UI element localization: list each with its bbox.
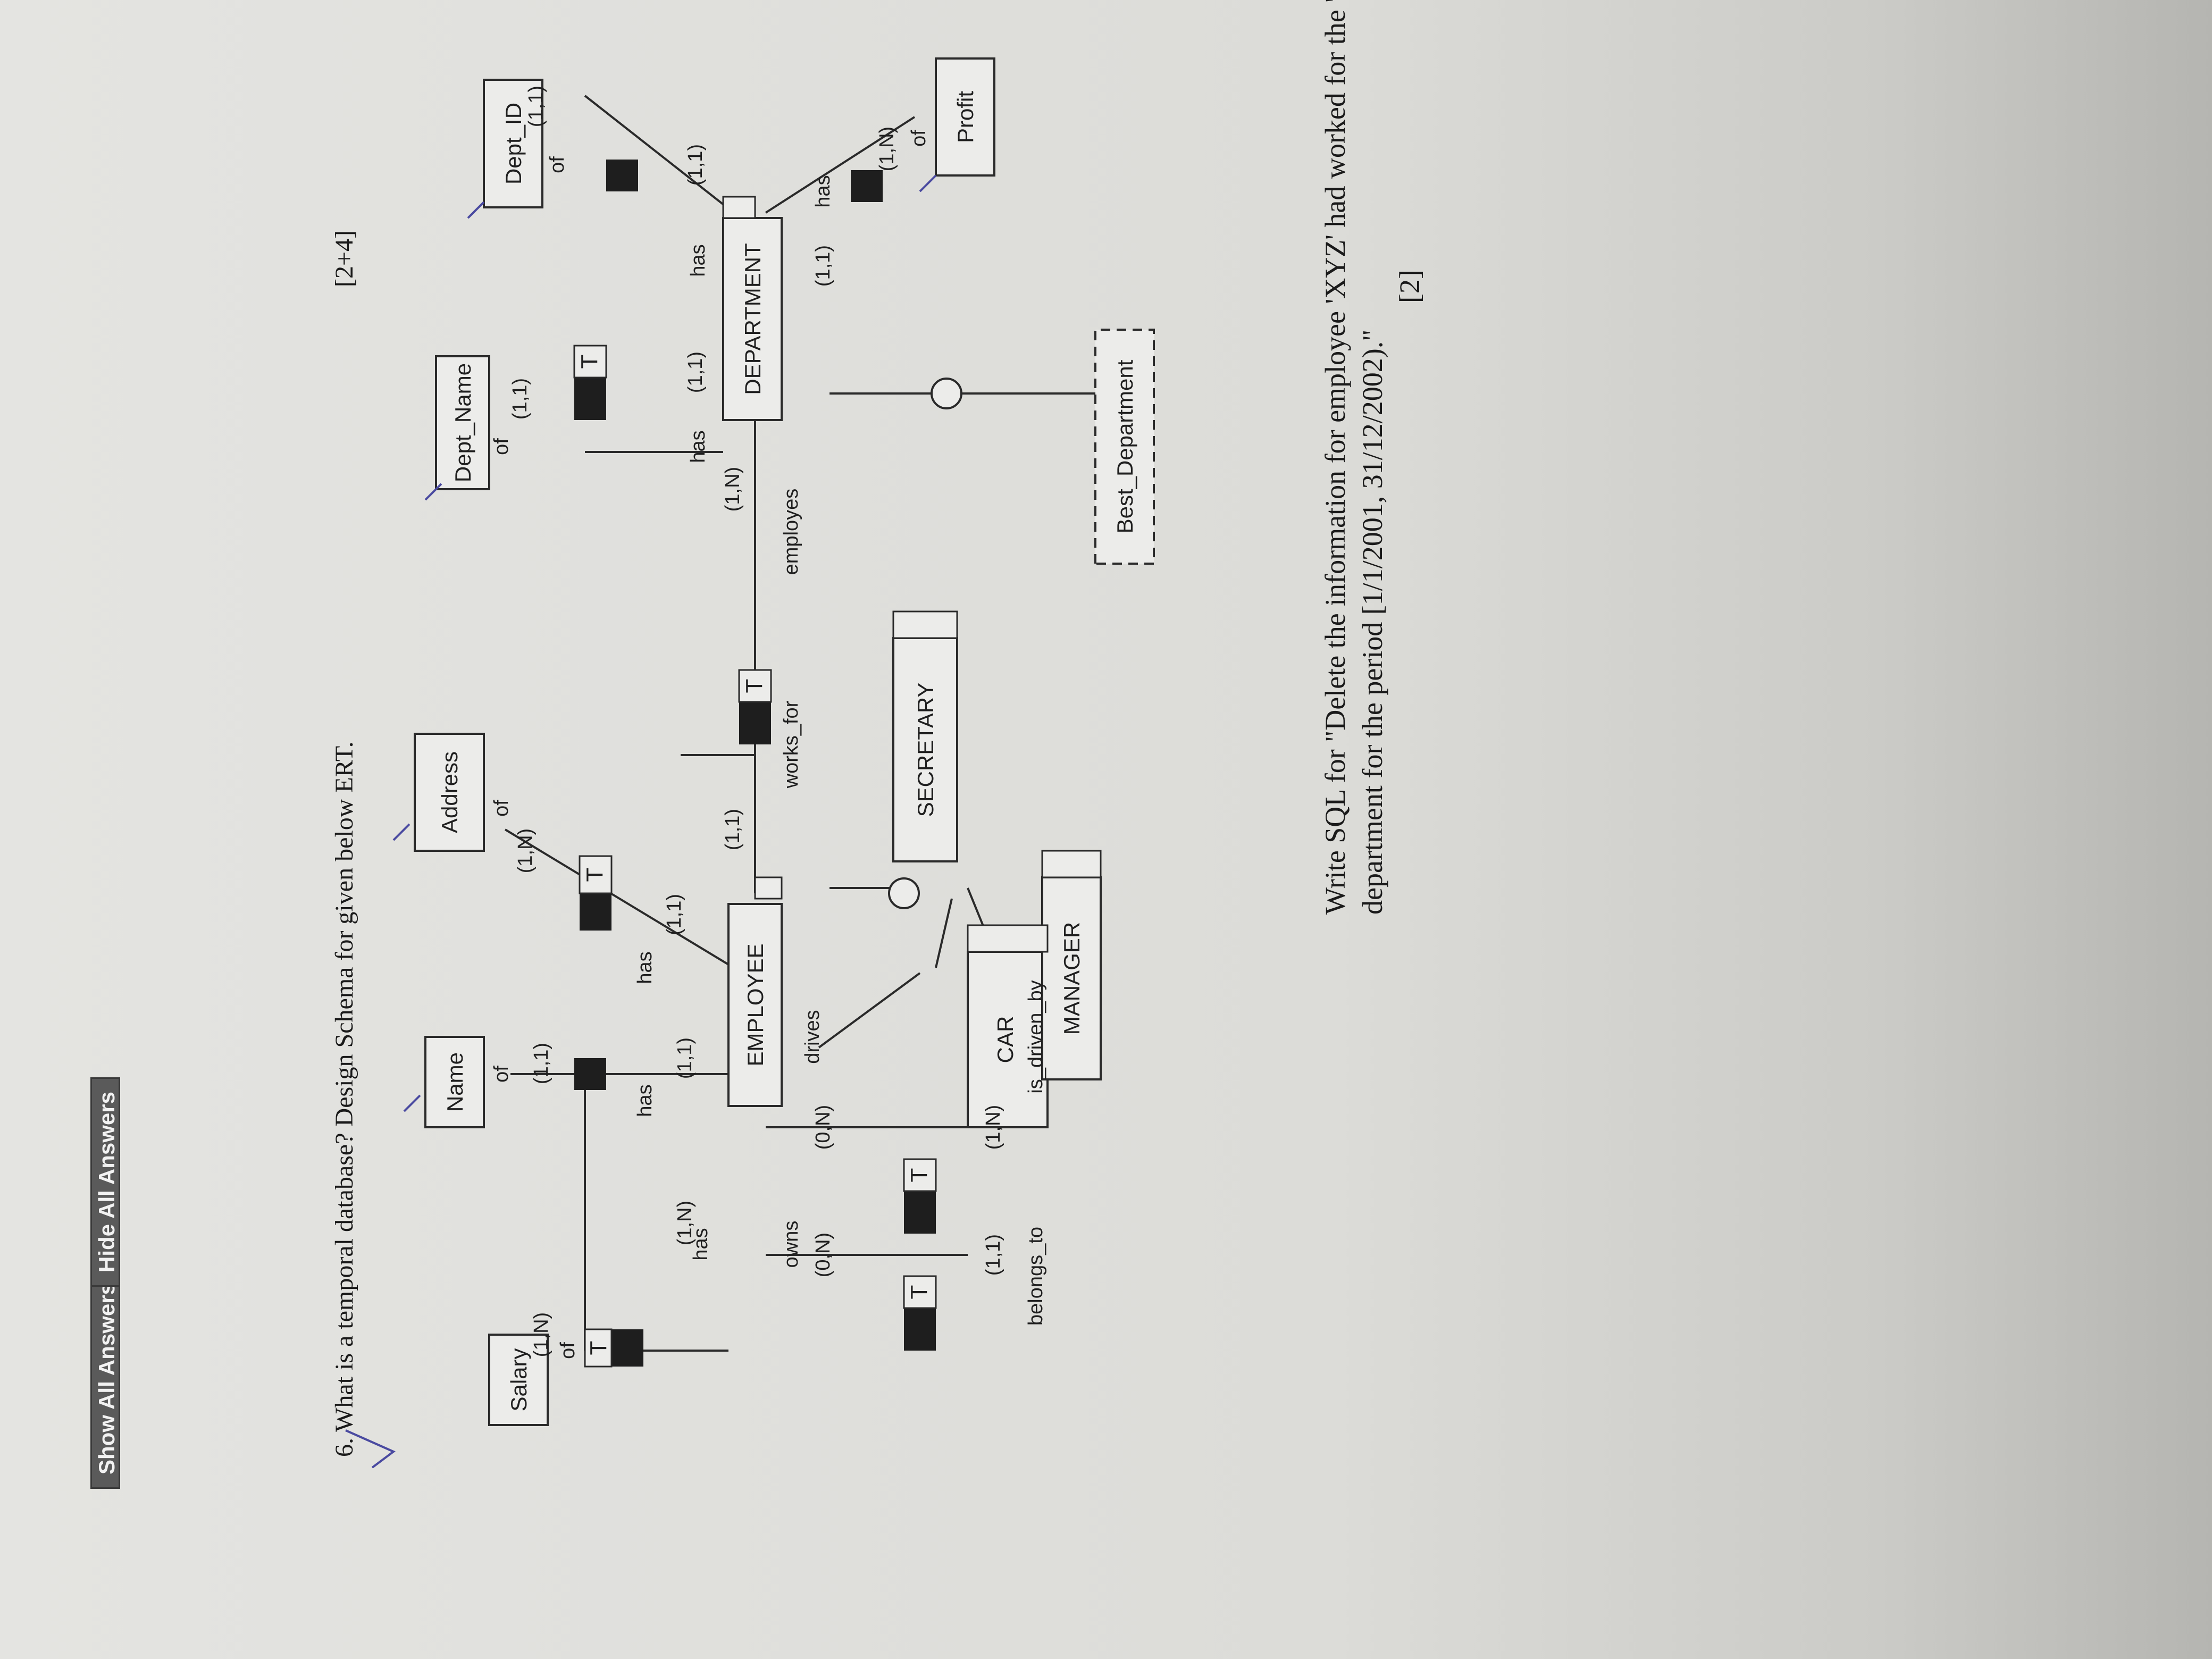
- svg-text:of: of: [546, 156, 568, 173]
- svg-text:of: of: [490, 438, 513, 455]
- svg-text:T: T: [582, 868, 608, 882]
- svg-text:Dept_ID: Dept_ID: [501, 103, 526, 185]
- svg-text:(1,1): (1,1): [812, 245, 834, 287]
- svg-text:of: of: [908, 130, 930, 147]
- attribute-dept-id: Dept_ID: [483, 79, 543, 208]
- svg-text:(1,N): (1,N): [674, 1201, 696, 1245]
- svg-text:belongs_to: belongs_to: [1025, 1227, 1047, 1326]
- question-sql-line1: Write SQL for "Delete the information fo…: [1319, 0, 1351, 915]
- svg-text:(0,N): (0,N): [812, 1105, 834, 1150]
- svg-text:T: T: [906, 1168, 932, 1183]
- svg-text:Profit: Profit: [953, 91, 978, 143]
- svg-text:(1,1): (1,1): [509, 378, 531, 420]
- time-markers: T T T T T T: [573, 160, 1102, 1368]
- attribute-dept-name: Dept_Name: [435, 355, 490, 490]
- svg-text:T: T: [741, 679, 767, 693]
- attribute-name: Name: [424, 1036, 485, 1128]
- svg-text:(1,N): (1,N): [982, 1105, 1004, 1150]
- entity-best-department[interactable]: Best_Department: [1094, 329, 1155, 565]
- svg-text:(1,1): (1,1): [663, 894, 685, 935]
- svg-text:(1,1): (1,1): [982, 1234, 1004, 1276]
- svg-text:(1,1): (1,1): [684, 351, 707, 393]
- svg-text:has: has: [687, 430, 709, 463]
- attribute-address: Address: [414, 733, 485, 852]
- svg-text:Address: Address: [437, 751, 462, 833]
- svg-text:Best_Department: Best_Department: [1112, 359, 1137, 533]
- svg-text:DEPARTMENT: DEPARTMENT: [740, 243, 765, 395]
- svg-text:has: has: [634, 951, 656, 984]
- svg-text:drives: drives: [801, 1010, 824, 1063]
- svg-text:(1,1): (1,1): [525, 86, 547, 127]
- svg-text:Salary: Salary: [506, 1348, 531, 1411]
- svg-text:Name: Name: [442, 1052, 467, 1112]
- svg-text:(1,N): (1,N): [722, 467, 744, 512]
- question-sql-line2: department for the period [1/1/2001, 31/…: [1356, 329, 1388, 915]
- svg-text:(1,1): (1,1): [684, 144, 707, 186]
- entity-department[interactable]: DEPARTMENT: [722, 217, 783, 421]
- pen-check-marks: [345, 174, 937, 1469]
- svg-text:(1,1): (1,1): [722, 809, 744, 850]
- attribute-salary: Salary: [488, 1334, 549, 1426]
- svg-text:MANAGER: MANAGER: [1059, 922, 1084, 1035]
- svg-text:EMPLOYEE: EMPLOYEE: [743, 943, 768, 1066]
- entity-manager[interactable]: MANAGER: [1041, 876, 1102, 1080]
- svg-text:(1,1): (1,1): [530, 1043, 552, 1084]
- svg-text:(0,N): (0,N): [812, 1233, 834, 1277]
- svg-text:owns: owns: [780, 1221, 802, 1268]
- svg-text:T: T: [906, 1285, 932, 1300]
- relation-labels: of has of has of has works_for employes …: [490, 130, 1047, 1359]
- svg-text:CAR: CAR: [993, 1016, 1018, 1063]
- svg-text:(1,N): (1,N): [514, 828, 537, 873]
- subtype-circles: [888, 378, 962, 909]
- svg-text:of: of: [490, 800, 513, 817]
- question-sql-marks: [2]: [1394, 270, 1426, 303]
- svg-text:has: has: [634, 1084, 656, 1117]
- svg-text:(1,1): (1,1): [674, 1037, 696, 1079]
- svg-text:(1,N): (1,N): [876, 127, 898, 171]
- entity-employee[interactable]: EMPLOYEE: [727, 903, 783, 1107]
- attribute-profit: Profit: [935, 57, 995, 177]
- svg-text:has: has: [687, 244, 709, 276]
- svg-text:employes: employes: [780, 489, 802, 575]
- svg-text:T: T: [585, 1341, 611, 1355]
- svg-text:T: T: [576, 355, 602, 369]
- svg-text:of: of: [490, 1066, 513, 1083]
- svg-text:has: has: [690, 1228, 712, 1260]
- svg-text:works_for: works_for: [780, 700, 802, 789]
- svg-text:has: has: [812, 175, 834, 207]
- svg-text:of: of: [557, 1342, 579, 1359]
- entity-secretary[interactable]: SECRETARY: [892, 637, 958, 862]
- svg-text:SECRETARY: SECRETARY: [913, 683, 938, 817]
- svg-text:is_driven_by: is_driven_by: [1025, 980, 1047, 1093]
- svg-text:(1,N): (1,N): [530, 1312, 552, 1357]
- cardinality-labels: (1,N) (1,1) (1,1) (1,N) (1,N) (1,1) (1,1…: [509, 86, 1004, 1357]
- svg-text:Dept_Name: Dept_Name: [450, 363, 475, 482]
